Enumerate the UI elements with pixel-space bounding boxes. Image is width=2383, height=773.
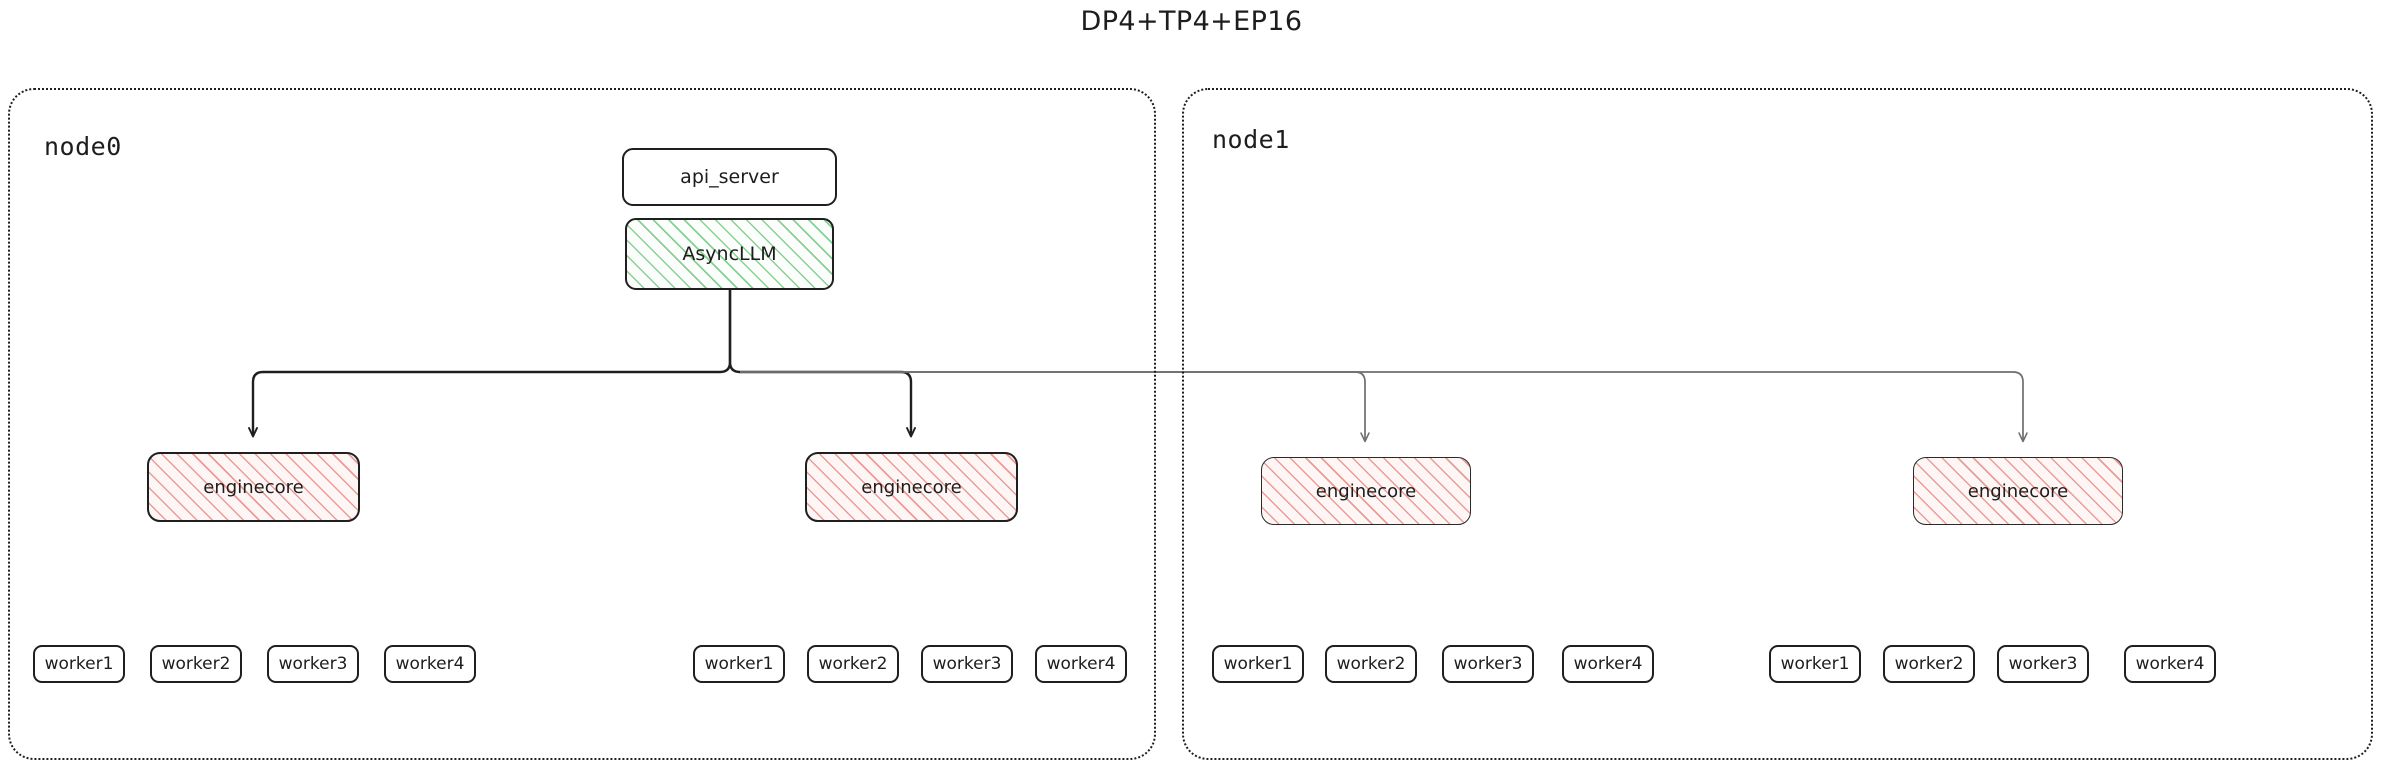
worker-box-node1-0-2[interactable]: worker3 (1442, 645, 1534, 683)
worker-box-node0-0-1[interactable]: worker2 (150, 645, 242, 683)
node-label-node1: node1 (1212, 125, 1290, 154)
worker-box-node0-1-0[interactable]: worker1 (693, 645, 785, 683)
worker-box-node0-1-2[interactable]: worker3 (921, 645, 1013, 683)
page-title: DP4+TP4+EP16 (1080, 6, 1303, 37)
enginecore-box-node0-1[interactable]: enginecore (805, 452, 1018, 522)
worker-box-node1-1-3[interactable]: worker4 (2124, 645, 2216, 683)
enginecore-box-node0-0[interactable]: enginecore (147, 452, 360, 522)
worker-box-node0-1-3[interactable]: worker4 (1035, 645, 1127, 683)
async-llm-box[interactable]: AsyncLLM (625, 218, 834, 290)
worker-box-node0-0-0[interactable]: worker1 (33, 645, 125, 683)
worker-box-node0-0-2[interactable]: worker3 (267, 645, 359, 683)
worker-box-node1-0-1[interactable]: worker2 (1325, 645, 1417, 683)
node-group-node1 (1182, 88, 2373, 760)
worker-box-node1-1-1[interactable]: worker2 (1883, 645, 1975, 683)
node-group-node0 (8, 88, 1156, 760)
api-server-box[interactable]: api_server (622, 148, 837, 206)
worker-box-node1-1-0[interactable]: worker1 (1769, 645, 1861, 683)
enginecore-box-node1-1[interactable]: enginecore (1913, 457, 2123, 525)
worker-box-node1-0-0[interactable]: worker1 (1212, 645, 1304, 683)
worker-box-node0-1-1[interactable]: worker2 (807, 645, 899, 683)
enginecore-box-node1-0[interactable]: enginecore (1261, 457, 1471, 525)
worker-box-node0-0-3[interactable]: worker4 (384, 645, 476, 683)
worker-box-node1-0-3[interactable]: worker4 (1562, 645, 1654, 683)
node-label-node0: node0 (44, 132, 122, 161)
worker-box-node1-1-2[interactable]: worker3 (1997, 645, 2089, 683)
